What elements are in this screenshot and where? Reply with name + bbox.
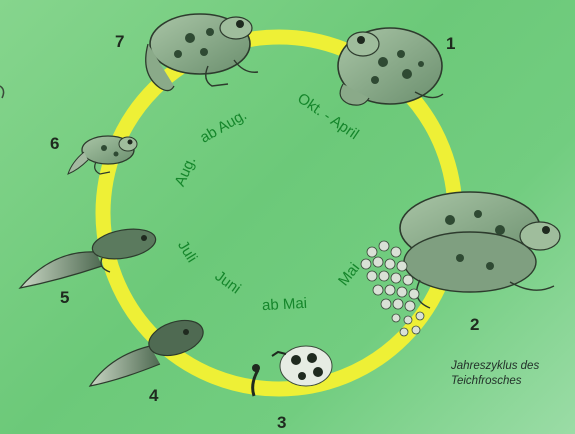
- stage-number-6: 6: [50, 134, 59, 154]
- stage-number-5: 5: [60, 288, 69, 308]
- stage-5-tadpole-with-legs: [20, 225, 158, 288]
- stage-number-4: 4: [149, 386, 158, 406]
- diagram-caption: Jahreszyklus des Teichfrosches: [451, 359, 573, 389]
- stage-7-young-frog: [146, 14, 258, 91]
- stage-number-7: 7: [115, 32, 124, 52]
- stage-number-1: 1: [446, 34, 455, 54]
- caption-line-1: Jahreszyklus des: [451, 359, 573, 374]
- stage-number-3: 3: [277, 413, 286, 433]
- caption-line-2: Teichfrosches: [451, 374, 573, 389]
- month-label-ab-mai: ab Mai: [262, 295, 308, 314]
- stage-number-2: 2: [470, 315, 479, 335]
- edge-detail: [0, 86, 4, 98]
- stage-1-adult-frog: [338, 28, 443, 105]
- stage-2-spawning-pair: [400, 192, 560, 308]
